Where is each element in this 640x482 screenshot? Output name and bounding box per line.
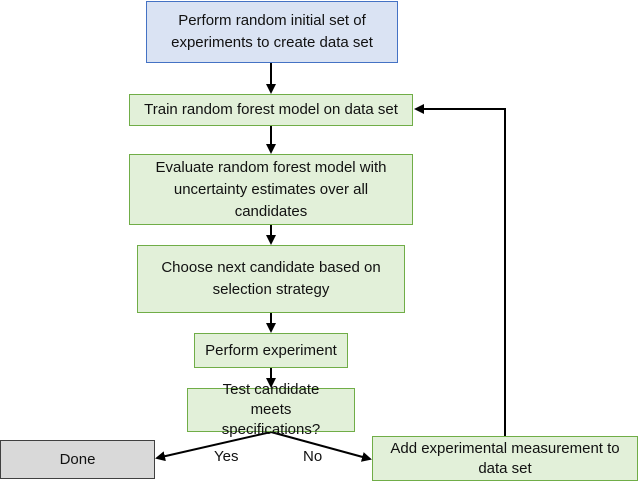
arrow-test-to-done [155, 431, 272, 462]
edge-label-yes: Yes [214, 448, 239, 465]
step-add-measurement: Add experimental measurement to data set [372, 436, 638, 481]
step-evaluate-model-text: Evaluate random forest model with uncert… [155, 158, 387, 220]
step-train-model-text: Train random forest model on data set [144, 101, 398, 118]
step-train-model: Train random forest model on data set [129, 94, 413, 126]
step-perform-experiment: Perform experiment [194, 333, 348, 368]
edge-label-no: No [303, 448, 323, 465]
step-test-candidate-text: Test candidate meets specifications? [221, 381, 321, 438]
step-evaluate-model: Evaluate random forest model with uncert… [129, 154, 413, 225]
arrow-add-to-train [414, 104, 506, 436]
step-add-measurement-text: Add experimental measurement to data set [390, 439, 620, 477]
step-perform-experiment-text: Perform experiment [205, 341, 337, 359]
step-initial-experiments-text: Perform random initial set of experiment… [171, 12, 373, 51]
step-initial-experiments: Perform random initial set of experiment… [146, 1, 398, 63]
step-done-text: Done [59, 450, 96, 468]
step-choose-candidate-text: Choose next candidate based on selection… [161, 259, 381, 298]
step-test-candidate: Test candidate meets specifications? [187, 381, 355, 438]
step-choose-candidate: Choose next candidate based on selection… [137, 245, 405, 313]
step-done: Done [0, 440, 155, 479]
arrow-test-to-add [270, 431, 372, 462]
